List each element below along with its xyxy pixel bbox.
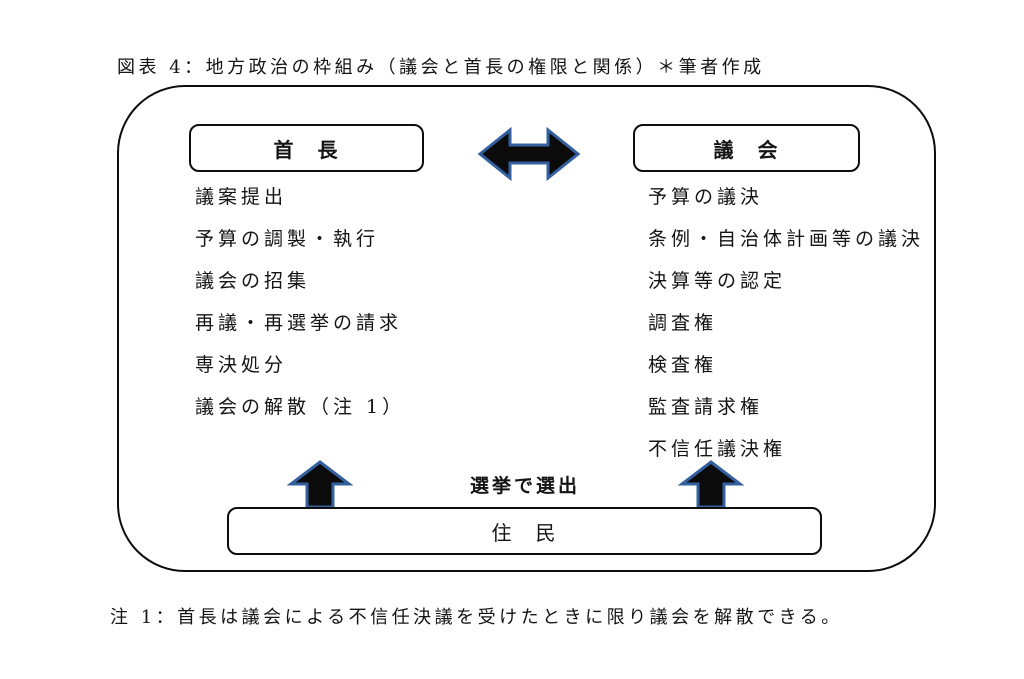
power-item: 予算の議決 [648, 186, 764, 208]
power-item: 検査権 [648, 354, 718, 376]
residents-box: 住 民 [227, 507, 822, 555]
footnote: 注 1：首長は議会による不信任決議を受けたときに限り議会を解散できる。 [110, 607, 843, 628]
power-item: 予算の調製・執行 [195, 228, 380, 250]
assembly-powers-list: 予算の議決条例・自治体計画等の議決決算等の認定調査権検査権監査請求権不信任議決権 [648, 176, 924, 470]
election-label: 選挙で選出 [469, 475, 580, 497]
power-item: 決算等の認定 [648, 270, 787, 292]
up-arrow-icon [286, 460, 354, 509]
power-item: 議会の招集 [195, 270, 311, 292]
chief-powers-list: 議案提出予算の調製・執行議会の招集再議・再選挙の請求専決処分議会の解散（注 1） [195, 176, 405, 428]
two-way-arrow-icon [477, 126, 581, 182]
power-item: 議案提出 [195, 186, 288, 208]
power-item: 議会の解散（注 1） [195, 396, 406, 418]
power-item: 監査請求権 [648, 396, 764, 418]
chief-label: 首 長 [273, 137, 340, 162]
power-item: 不信任議決権 [648, 438, 787, 460]
assembly-box: 議 会 [633, 124, 860, 172]
up-arrow-icon [677, 460, 745, 509]
residents-label: 住 民 [491, 520, 558, 545]
chief-box: 首 長 [189, 124, 424, 172]
diagram-frame: 首 長 議 会 議案提出予算の調製・執行議会の招集再議・再選挙の請求専決処分議会… [117, 85, 936, 572]
power-item: 調査権 [648, 312, 718, 334]
assembly-label: 議 会 [713, 137, 780, 162]
figure-title: 図表 4：地方政治の枠組み（議会と首長の権限と関係）＊筆者作成 [117, 57, 765, 78]
power-item: 再議・再選挙の請求 [195, 312, 403, 334]
power-item: 専決処分 [195, 354, 288, 376]
power-item: 条例・自治体計画等の議決 [648, 228, 925, 250]
